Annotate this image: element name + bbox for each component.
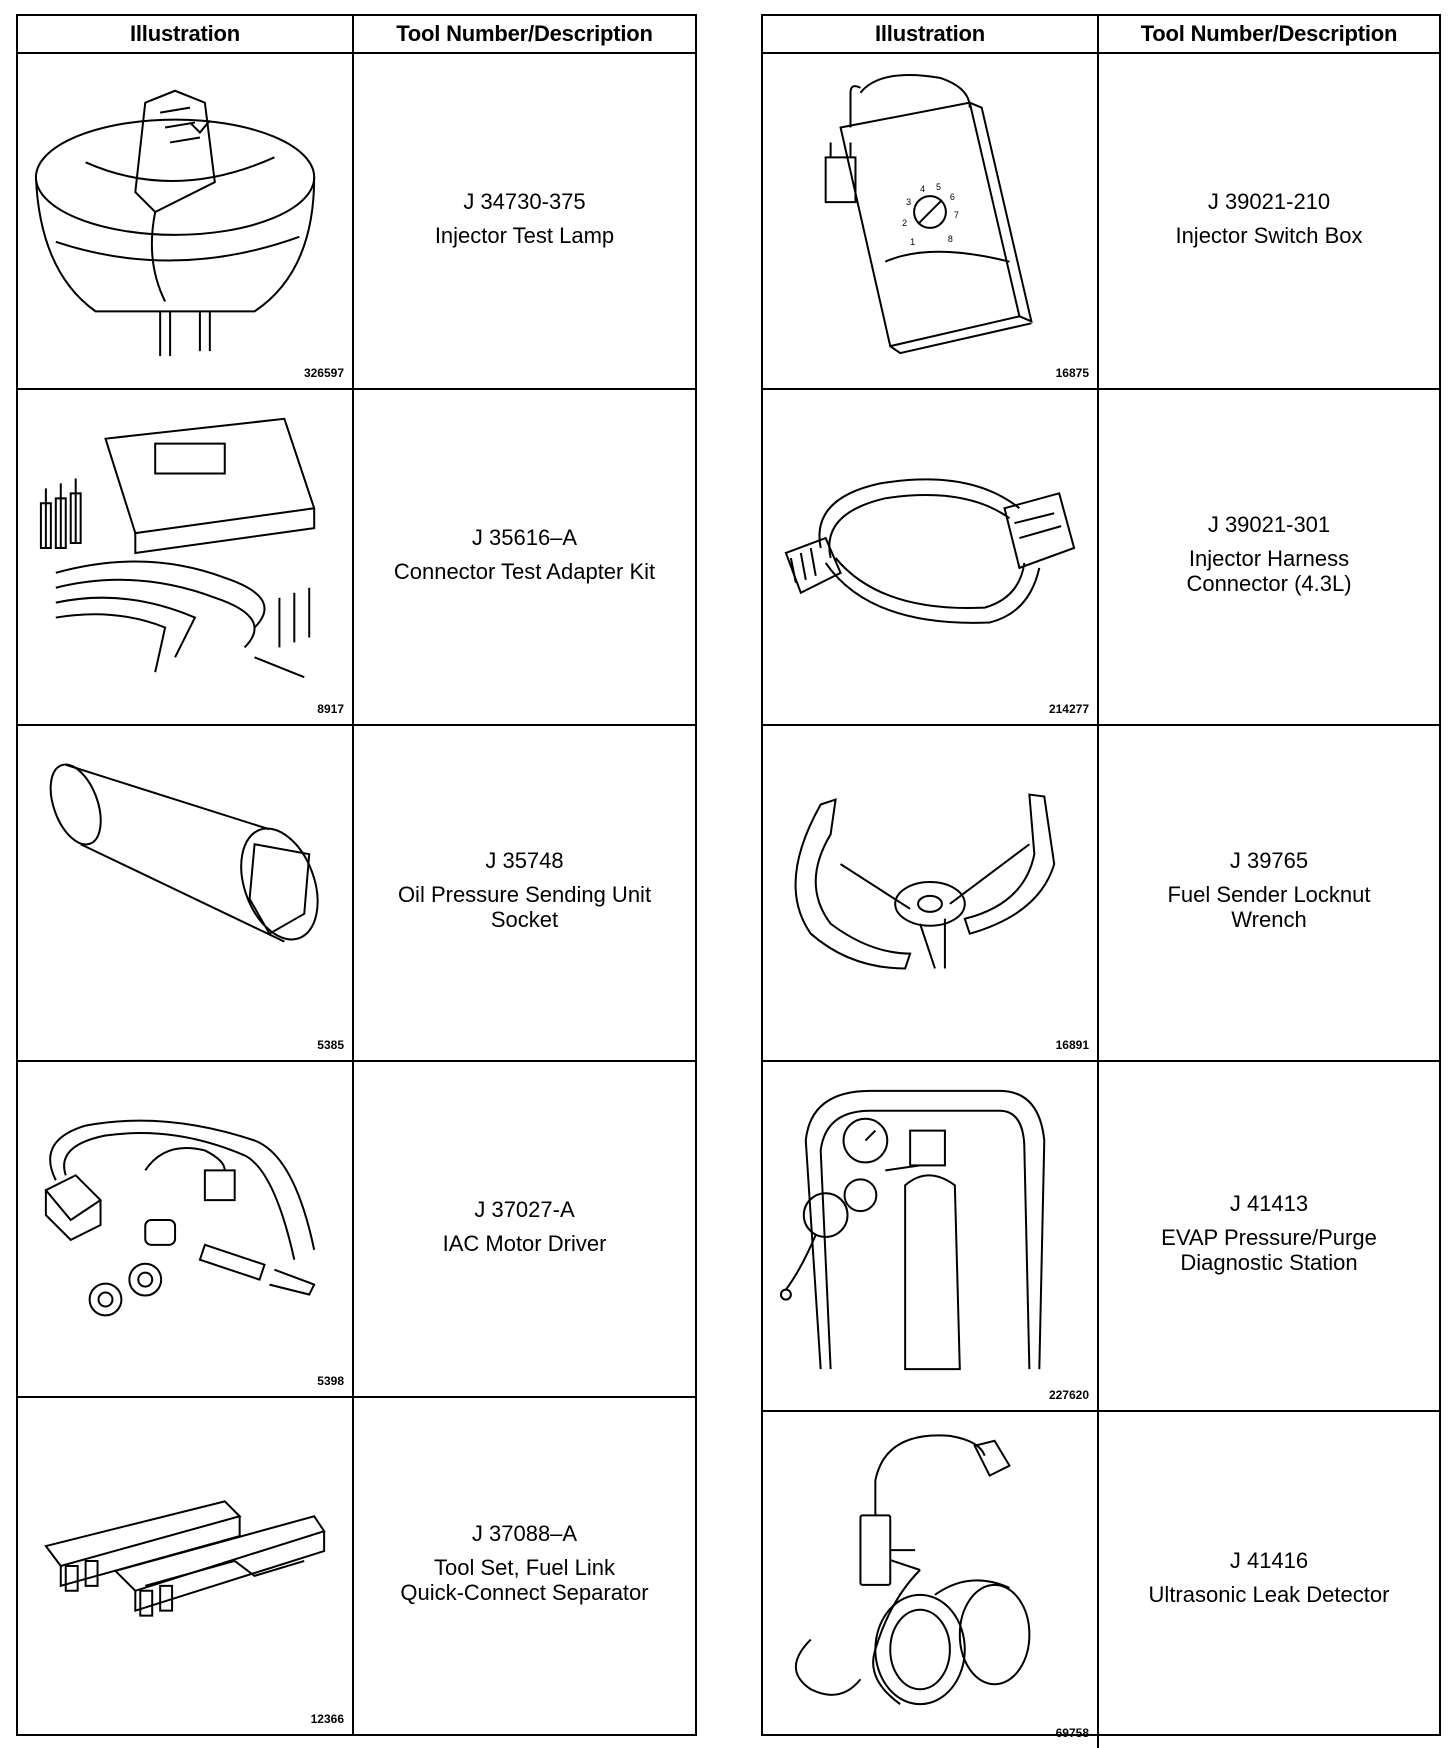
quick-connect-separator-illustration <box>26 1406 344 1706</box>
figure-number: 16891 <box>1055 1038 1089 1052</box>
illustration-cell: 1 2 3 4 5 6 7 8 16875 <box>763 54 1099 388</box>
table-row: 5398 J 37027-A IAC Motor Driver <box>18 1062 695 1398</box>
illustration-cell: 12366 <box>18 1398 354 1734</box>
illustration-column-header: Illustration <box>18 16 354 52</box>
dial-mark: 1 <box>910 237 915 247</box>
illustration-cell: 214277 <box>763 390 1099 724</box>
tool-name: IAC Motor Driver <box>442 1230 607 1256</box>
table-row: 227620 J 41413 EVAP Pressure/Purge Diagn… <box>763 1062 1439 1412</box>
tool-description: J 34730-375 Injector Test Lamp <box>354 54 695 388</box>
dial-mark: 3 <box>906 197 911 207</box>
tool-number: J 37088–A <box>471 1521 578 1546</box>
illustration-cell: 227620 <box>763 1062 1099 1410</box>
figure-number: 326597 <box>303 366 344 380</box>
illustration-cell: 16891 <box>763 726 1099 1060</box>
dial-mark: 7 <box>954 210 959 220</box>
dial-mark: 2 <box>902 218 907 228</box>
table-row: 1 2 3 4 5 6 7 8 16875 J 39021-210 Inject… <box>763 54 1439 390</box>
injector-harness-connector-illustration <box>771 398 1089 698</box>
illustration-cell: 326597 <box>18 54 354 388</box>
tool-description: J 39021-301 Injector Harness Connector (… <box>1099 390 1439 724</box>
tool-number: J 39021-301 <box>1207 512 1331 537</box>
figure-number: 69758 <box>1055 1726 1089 1740</box>
table-row: 16891 J 39765 Fuel Sender Locknut Wrench <box>763 726 1439 1062</box>
dial-mark: 6 <box>950 192 955 202</box>
tool-number: J 41416 <box>1229 1547 1309 1573</box>
tool-name: Injector Harness Connector (4.3L) <box>1186 546 1352 596</box>
tool-number: J 39021-210 <box>1207 188 1331 214</box>
tool-name: Tool Set, Fuel Link Quick-Connect Separa… <box>400 1555 649 1605</box>
figure-number: 16875 <box>1055 366 1089 380</box>
injector-switch-box-illustration: 1 2 3 4 5 6 7 8 <box>771 62 1089 362</box>
tool-description: J 37027-A IAC Motor Driver <box>354 1062 695 1396</box>
figure-number: 5398 <box>317 1374 344 1388</box>
table-row: 5385 J 35748 Oil Pressure Sending Unit S… <box>18 726 695 1062</box>
table-row: 12366 J 37088–A Tool Set, Fuel Link Quic… <box>18 1398 695 1734</box>
connector-test-adapter-kit-illustration <box>26 398 344 698</box>
illustration-column-header: Illustration <box>763 16 1099 52</box>
socket-illustration <box>26 734 344 1034</box>
tool-description: J 41416 Ultrasonic Leak Detector <box>1099 1412 1439 1748</box>
illustration-cell: 5385 <box>18 726 354 1060</box>
tool-description: J 37088–A Tool Set, Fuel Link Quick-Conn… <box>354 1398 695 1734</box>
dial-mark: 4 <box>920 184 925 194</box>
description-column-header: Tool Number/Description <box>396 21 653 46</box>
dial-mark: 5 <box>936 182 941 192</box>
tool-description: J 41413 EVAP Pressure/Purge Diagnostic S… <box>1099 1062 1439 1410</box>
figure-number: 12366 <box>310 1712 344 1726</box>
tool-name: Oil Pressure Sending Unit Socket <box>397 882 652 932</box>
tool-number: J 41413 <box>1229 1191 1309 1216</box>
table-row: 8917 J 35616–A Connector Test Adapter Ki… <box>18 390 695 726</box>
tool-name: Fuel Sender Locknut Wrench <box>1167 882 1371 932</box>
ultrasonic-leak-detector-illustration <box>771 1420 1089 1720</box>
table-header: Illustration Tool Number/Description <box>18 16 695 54</box>
tool-name: Connector Test Adapter Kit <box>393 558 656 584</box>
tool-name: Injector Test Lamp <box>434 222 615 248</box>
table-row: 326597 J 34730-375 Injector Test Lamp <box>18 54 695 390</box>
figure-number: 8917 <box>317 702 344 716</box>
dial-mark: 8 <box>948 234 953 244</box>
figure-number: 227620 <box>1048 1388 1089 1402</box>
iac-motor-driver-illustration <box>26 1070 344 1370</box>
right-tool-table: Illustration Tool Number/Description 1 2… <box>761 14 1441 1748</box>
left-tool-table: Illustration Tool Number/Description 326… <box>16 14 697 1736</box>
injector-test-lamp-illustration <box>26 62 344 362</box>
tool-description: J 35616–A Connector Test Adapter Kit <box>354 390 695 724</box>
tool-number: J 34730-375 <box>463 188 586 214</box>
tool-name: Injector Switch Box <box>1175 222 1363 248</box>
tool-description: J 35748 Oil Pressure Sending Unit Socket <box>354 726 695 1060</box>
tool-number: J 39765 <box>1229 848 1309 873</box>
tool-description: J 39765 Fuel Sender Locknut Wrench <box>1099 726 1439 1060</box>
locknut-wrench-illustration <box>771 734 1089 1034</box>
figure-number: 5385 <box>317 1038 344 1052</box>
description-column-header: Tool Number/Description <box>1140 21 1398 46</box>
illustration-cell: 8917 <box>18 390 354 724</box>
tool-number: J 37027-A <box>474 1196 575 1222</box>
tool-name: Ultrasonic Leak Detector <box>1148 1581 1390 1607</box>
illustration-cell: 5398 <box>18 1062 354 1396</box>
table-row: 214277 J 39021-301 Injector Harness Conn… <box>763 390 1439 726</box>
illustration-cell: 69758 <box>763 1412 1099 1748</box>
tool-description: J 39021-210 Injector Switch Box <box>1099 54 1439 388</box>
tool-number: J 35748 <box>485 848 564 873</box>
evap-diagnostic-station-illustration <box>771 1070 1089 1390</box>
tool-name: EVAP Pressure/Purge Diagnostic Station <box>1161 1225 1377 1275</box>
table-header: Illustration Tool Number/Description <box>763 16 1439 54</box>
figure-number: 214277 <box>1048 702 1089 716</box>
tool-number: J 35616–A <box>471 524 578 550</box>
table-row: 69758 J 41416 Ultrasonic Leak Detector <box>763 1412 1439 1748</box>
